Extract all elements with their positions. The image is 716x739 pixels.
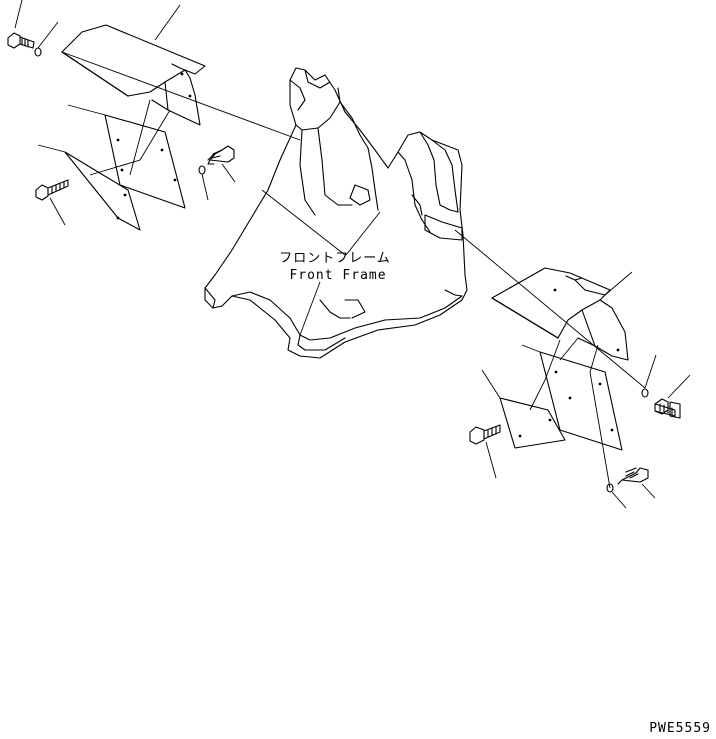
left-bolt-bottom xyxy=(35,179,69,201)
right-washer-bottom xyxy=(606,483,614,493)
left-bracket-plate xyxy=(104,114,186,209)
right-parts-group xyxy=(454,229,691,509)
right-bracket-plate xyxy=(539,351,623,451)
front-frame-leaders xyxy=(261,189,381,336)
front-frame xyxy=(204,67,468,359)
front-frame-label-jp: フロントフレーム xyxy=(279,251,391,266)
drawing-code: PWE5559 xyxy=(649,721,711,736)
left-bolt-side xyxy=(207,145,235,165)
right-washer-side xyxy=(641,388,649,398)
left-parts-group xyxy=(7,0,301,231)
left-washer-top xyxy=(34,47,42,57)
left-bolt-top xyxy=(7,32,35,49)
right-bolt-bottom-left xyxy=(469,424,501,445)
left-washer-side xyxy=(198,165,206,175)
right-leader-lines xyxy=(454,229,691,509)
left-fender-cover xyxy=(61,24,206,126)
left-triangle-plate xyxy=(64,151,141,231)
right-bolt-bottom-right xyxy=(617,467,649,485)
right-bolt-side xyxy=(654,398,681,419)
front-frame-label-en: Front Frame xyxy=(289,268,386,283)
left-leader-lines xyxy=(14,0,301,226)
right-fender-cover xyxy=(491,267,629,361)
